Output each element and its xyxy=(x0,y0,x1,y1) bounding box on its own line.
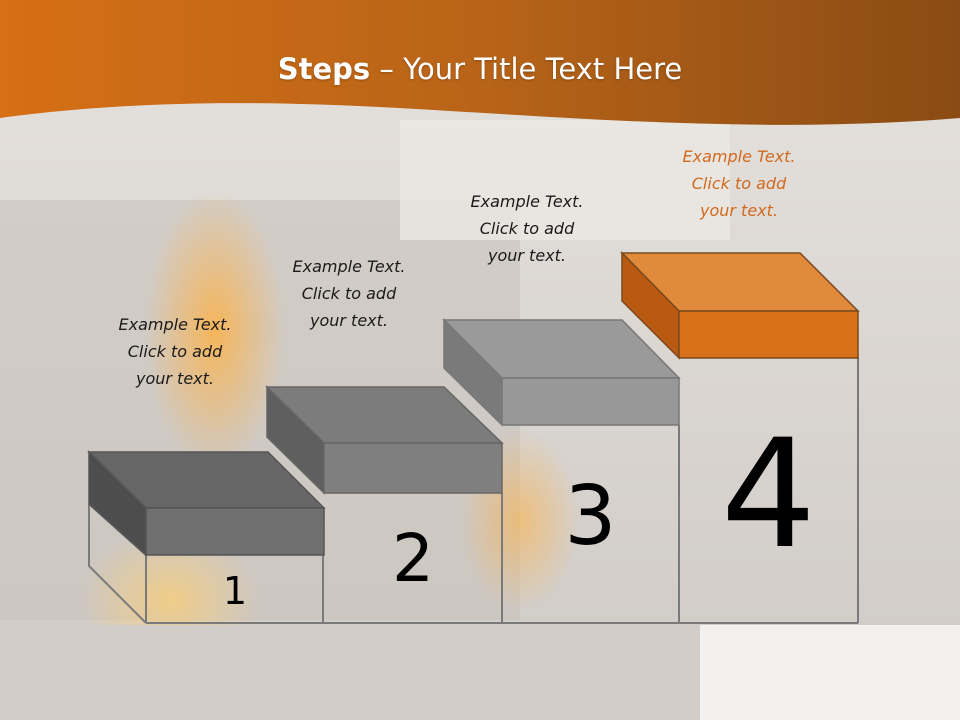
step-4-caption[interactable]: Example Text. Click to add your text. xyxy=(682,147,796,220)
step-2-block xyxy=(265,385,504,495)
slide-title[interactable]: Steps – Your Title Text Here xyxy=(0,52,960,86)
step-3-number: 3 xyxy=(564,469,617,564)
title-rest: – Your Title Text Here xyxy=(370,52,683,86)
step-3-caption[interactable]: Example Text. Click to add your text. xyxy=(470,192,584,265)
step-1-number: 1 xyxy=(222,569,248,613)
step-2-number: 2 xyxy=(392,520,434,597)
step-1-caption[interactable]: Example Text. Click to add your text. xyxy=(118,315,232,388)
step-2-caption[interactable]: Example Text. Click to add your text. xyxy=(292,257,406,330)
step-1-side-outline xyxy=(88,504,147,624)
step-4-number: 4 xyxy=(720,408,817,582)
step-4-block xyxy=(620,251,860,360)
step-3-block xyxy=(442,318,681,427)
step-1-block xyxy=(87,450,326,557)
title-bold: Steps xyxy=(277,52,371,86)
